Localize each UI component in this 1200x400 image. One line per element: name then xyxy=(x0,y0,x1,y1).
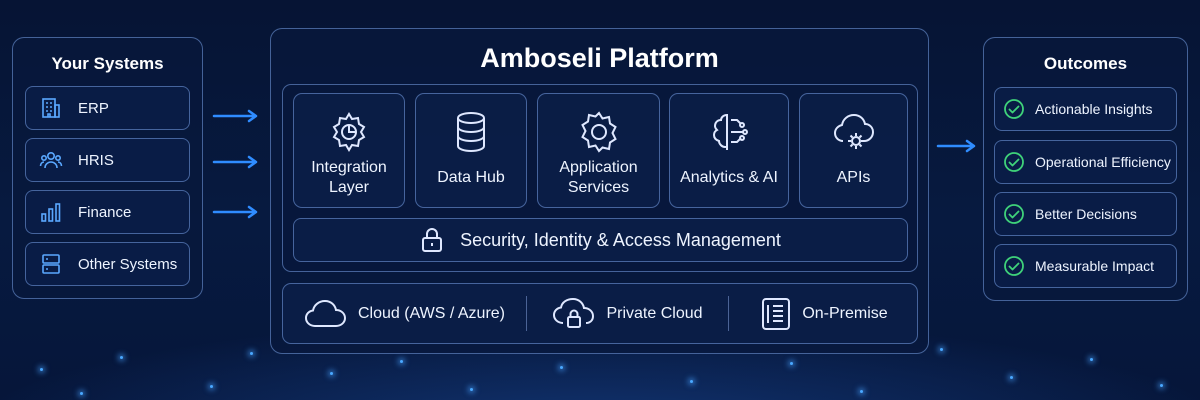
server-rack-icon xyxy=(760,297,792,331)
outcome-label: Operational Efficiency xyxy=(1035,154,1171,170)
divider xyxy=(526,296,527,331)
users-icon xyxy=(38,147,64,173)
building-icon xyxy=(38,95,64,121)
deployment-label: On-Premise xyxy=(802,304,888,322)
gear-icon xyxy=(575,108,623,156)
module-label: Integration Layer xyxy=(311,158,387,196)
arrow-right-icon xyxy=(212,109,258,123)
module-analytics-ai: Analytics & AI xyxy=(669,93,789,208)
system-item-label: ERP xyxy=(78,99,109,117)
module-integration-layer: Integration Layer xyxy=(293,93,405,208)
arrow-right-icon xyxy=(212,155,258,169)
system-item-label: Finance xyxy=(78,203,132,221)
arrow-right-icon xyxy=(936,139,976,153)
system-item-hris: HRIS xyxy=(25,138,190,182)
system-item-label: Other Systems xyxy=(78,255,178,273)
gear-chart-icon xyxy=(325,108,373,156)
arrow-right-icon xyxy=(212,205,258,219)
outcomes-title: Outcomes xyxy=(1043,54,1128,73)
module-label: Application Services xyxy=(559,158,638,196)
database-icon xyxy=(447,108,495,156)
outcome-item: Operational Efficiency xyxy=(994,140,1177,184)
system-item-other: Other Systems xyxy=(25,242,190,286)
system-item-finance: Finance xyxy=(25,190,190,234)
platform-title: Amboseli Platform xyxy=(480,43,719,73)
module-label: Data Hub xyxy=(437,168,505,186)
security-label: Security, Identity & Access Management xyxy=(460,229,781,250)
module-label: APIs xyxy=(836,168,871,186)
security-bar: Security, Identity & Access Management xyxy=(293,218,908,262)
deployment-private-cloud: Private Cloud xyxy=(527,284,728,343)
your-systems-panel: Your Systems ERP HRIS Finance Other Syst… xyxy=(12,37,203,299)
outcome-item: Actionable Insights xyxy=(994,87,1177,131)
deployment-on-premise: On-Premise xyxy=(729,284,919,343)
your-systems-title: Your Systems xyxy=(51,54,164,73)
cloud-gear-icon xyxy=(830,108,878,156)
check-circle-icon xyxy=(1003,203,1025,225)
module-application-services: Application Services xyxy=(537,93,660,208)
check-circle-icon xyxy=(1003,151,1025,173)
outcome-item: Measurable Impact xyxy=(994,244,1177,288)
system-item-erp: ERP xyxy=(25,86,190,130)
deployment-cloud: Cloud (AWS / Azure) xyxy=(283,284,526,343)
bar-chart-icon xyxy=(38,199,64,225)
cloud-lock-icon xyxy=(552,297,596,331)
deployment-label: Cloud (AWS / Azure) xyxy=(357,304,505,322)
cloud-icon xyxy=(304,298,348,330)
deployment-bar: Cloud (AWS / Azure) Private Cloud On-Pre… xyxy=(282,283,918,344)
deployment-label: Private Cloud xyxy=(606,304,703,322)
server-icon xyxy=(38,251,64,277)
outcomes-panel: Outcomes Actionable Insights Operational… xyxy=(983,37,1188,301)
system-item-label: HRIS xyxy=(78,151,114,169)
module-apis: APIs xyxy=(799,93,908,208)
brain-circuit-icon xyxy=(705,108,753,156)
outcome-label: Actionable Insights xyxy=(1035,101,1153,117)
outcome-label: Measurable Impact xyxy=(1035,258,1155,274)
check-circle-icon xyxy=(1003,255,1025,277)
outcome-label: Better Decisions xyxy=(1035,206,1137,222)
module-data-hub: Data Hub xyxy=(415,93,527,208)
outcome-item: Better Decisions xyxy=(994,192,1177,236)
lock-icon xyxy=(420,227,444,253)
module-label: Analytics & AI xyxy=(680,168,778,186)
divider xyxy=(728,296,729,331)
check-circle-icon xyxy=(1003,98,1025,120)
